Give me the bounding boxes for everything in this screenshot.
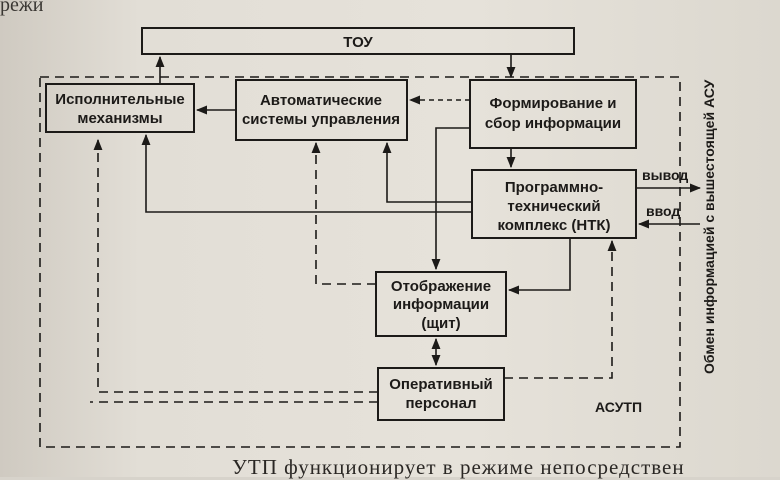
page-text-fragment-top: режи	[0, 0, 44, 16]
asutp-label: АСУТП	[595, 399, 642, 415]
auto-systems-box	[235, 79, 408, 141]
arrow-operators-to-ptk	[504, 239, 617, 379]
arrow-ptk-to-auto	[382, 141, 472, 203]
exchange-label: Обмен информацией с вышестоящей АСУ	[701, 79, 717, 374]
tou-box	[141, 27, 575, 55]
arrow-ptk-to-actuators	[141, 133, 472, 213]
actuators-label-1: Исполнительные	[55, 91, 184, 108]
display-label-1: Отображение	[391, 278, 491, 295]
auto-systems-label-1: Автоматические	[260, 92, 382, 109]
arrow-display-to-auto	[311, 141, 376, 285]
tou-label: ТОУ	[343, 34, 373, 51]
ptk-label-1: Программно-	[505, 179, 603, 196]
collection-label-1: Формирование и	[490, 95, 617, 112]
ptk-box	[471, 169, 637, 239]
ptk-label-2: технический	[507, 198, 600, 215]
arrow-ptk-to-display	[507, 238, 571, 295]
ptk-label-3: комплекс (НТК)	[497, 217, 610, 234]
display-box	[375, 271, 507, 337]
operators-box	[377, 367, 505, 421]
display-label-3: (щит)	[421, 315, 460, 332]
output-label: вывод	[642, 167, 688, 183]
display-label-2: информации	[393, 296, 489, 313]
collection-box	[469, 79, 637, 149]
arrow-collection-to-display	[431, 127, 470, 271]
collection-label-2: сбор информации	[485, 115, 621, 132]
auto-systems-label-2: системы управления	[242, 111, 400, 128]
page-text-fragment-bottom: УТП функционирует в режиме непосредствен	[232, 455, 685, 479]
input-label: ввод	[646, 203, 680, 219]
actuators-label-2: механизмы	[77, 110, 162, 127]
arrow-operators-to-actuators	[93, 138, 378, 393]
actuators-box	[45, 83, 195, 133]
asutp-boundary	[39, 76, 681, 448]
operators-label-1: Оперативный	[389, 376, 492, 393]
operators-label-2: персонал	[405, 395, 476, 412]
